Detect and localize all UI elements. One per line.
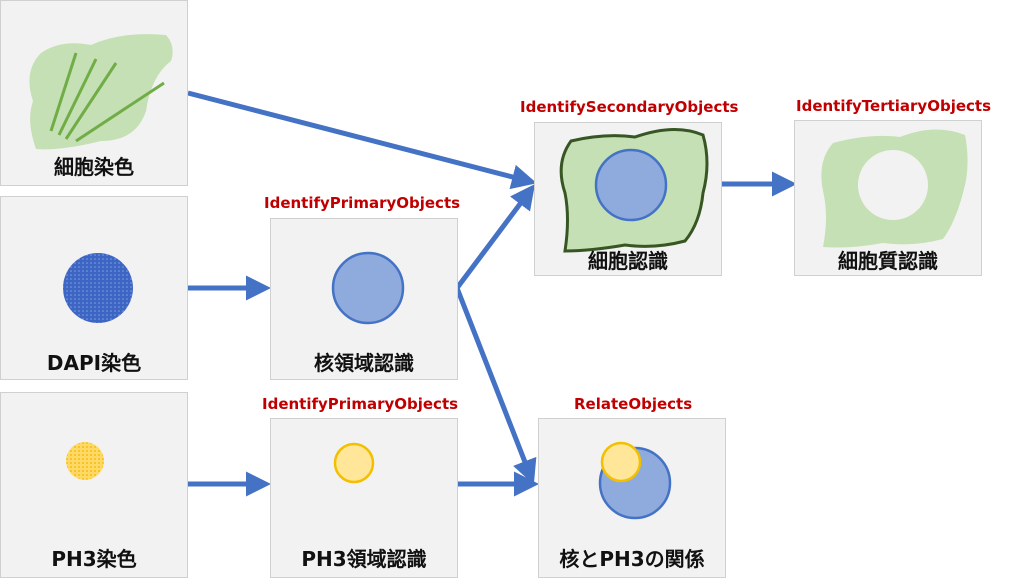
nucleus-ph3-relation-box: 核とPH3の関係 (538, 418, 726, 578)
nucleus-ph3-relation-icon (598, 441, 672, 520)
cell-stain-box: 細胞染色 (0, 0, 188, 186)
cell-stain-label: 細胞染色 (54, 155, 134, 179)
ph3-stain-label: PH3染色 (51, 547, 137, 571)
ph3-region-label: PH3領域認識 (301, 547, 427, 571)
module-identify-primary-1: IdentifyPrimaryObjects (264, 194, 461, 212)
nucleus-region-icon (331, 251, 405, 325)
arrow-nucleus-to-cellrecognition (455, 184, 535, 290)
cell-stain-icon (29, 34, 173, 150)
cytoplasm-recognition-box: 細胞質認識 (794, 120, 982, 276)
dapi-stain-label: DAPI染色 (46, 351, 142, 375)
cell-recognition-label: 細胞認識 (588, 249, 668, 273)
module-identify-secondary: IdentifySecondaryObjects (520, 98, 739, 116)
arrow-cellstain-to-cellrecognition (187, 90, 537, 190)
cytoplasm-recognition-label: 細胞質認識 (838, 249, 938, 273)
module-identify-primary-2: IdentifyPrimaryObjects (262, 395, 459, 413)
nucleus-region-box: 核領域認識 (270, 218, 458, 380)
nucleus-region-label: 核領域認識 (314, 351, 414, 375)
arrow-nucleus-to-relation (454, 287, 537, 485)
cytoplasm-recognition-icon (821, 129, 968, 248)
cell-recognition-icon (559, 127, 709, 253)
dapi-nucleus-icon (63, 253, 133, 323)
ph3-stain-icon (66, 442, 104, 480)
dapi-stain-box: DAPI染色 (0, 196, 188, 380)
nucleus-ph3-relation-label: 核とPH3の関係 (559, 547, 705, 571)
cell-recognition-box: 細胞認識 (534, 122, 722, 276)
ph3-region-icon (333, 442, 375, 484)
module-identify-tertiary: IdentifyTertiaryObjects (796, 97, 991, 115)
ph3-region-box: PH3領域認識 (270, 418, 458, 578)
module-relate-objects: RelateObjects (574, 395, 693, 413)
ph3-stain-box: PH3染色 (0, 392, 188, 578)
